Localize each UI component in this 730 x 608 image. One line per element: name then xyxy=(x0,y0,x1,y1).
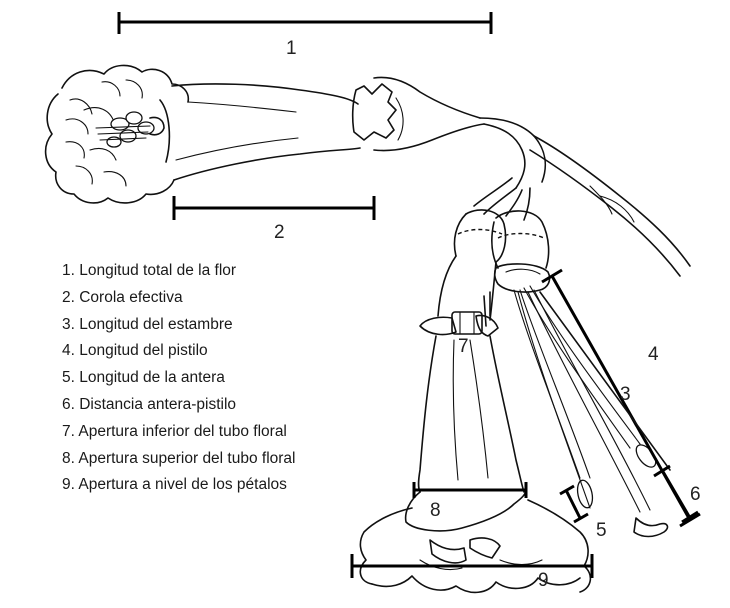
measure-label-8: 8 xyxy=(430,500,441,521)
horizontal-flower-drawing xyxy=(46,65,690,276)
measure-label-7: 7 xyxy=(458,336,469,357)
measure-label-3: 3 xyxy=(620,384,631,405)
measure-line-9 xyxy=(352,554,592,578)
measurement-legend: 1. Longitud total de la flor 2. Corola e… xyxy=(62,258,296,499)
legend-item: 5. Longitud de la antera xyxy=(62,365,296,392)
legend-item: 2. Corola efectiva xyxy=(62,285,296,312)
legend-item: 9. Apertura a nivel de los pétalos xyxy=(62,472,296,499)
legend-item: 4. Longitud del pistilo xyxy=(62,338,296,365)
legend-item: 6. Distancia antera-pistilo xyxy=(62,392,296,419)
measure-label-9: 9 xyxy=(538,570,549,591)
measure-line-8 xyxy=(414,482,526,498)
measure-label-2: 2 xyxy=(274,222,285,243)
measure-label-4: 4 xyxy=(648,344,659,365)
legend-item: 3. Longitud del estambre xyxy=(62,312,296,339)
measure-label-5: 5 xyxy=(596,520,607,541)
measure-label-1: 1 xyxy=(286,38,297,59)
measure-label-6: 6 xyxy=(690,484,701,505)
measure-line-1 xyxy=(119,12,491,34)
measurement-numbers: 1 2 3 4 5 6 7 8 9 xyxy=(274,38,701,591)
measure-line-2 xyxy=(174,196,374,220)
legend-item: 7. Apertura inferior del tubo floral xyxy=(62,419,296,446)
legend-item: 8. Apertura superior del tubo floral xyxy=(62,446,296,473)
legend-item: 1. Longitud total de la flor xyxy=(62,258,296,285)
